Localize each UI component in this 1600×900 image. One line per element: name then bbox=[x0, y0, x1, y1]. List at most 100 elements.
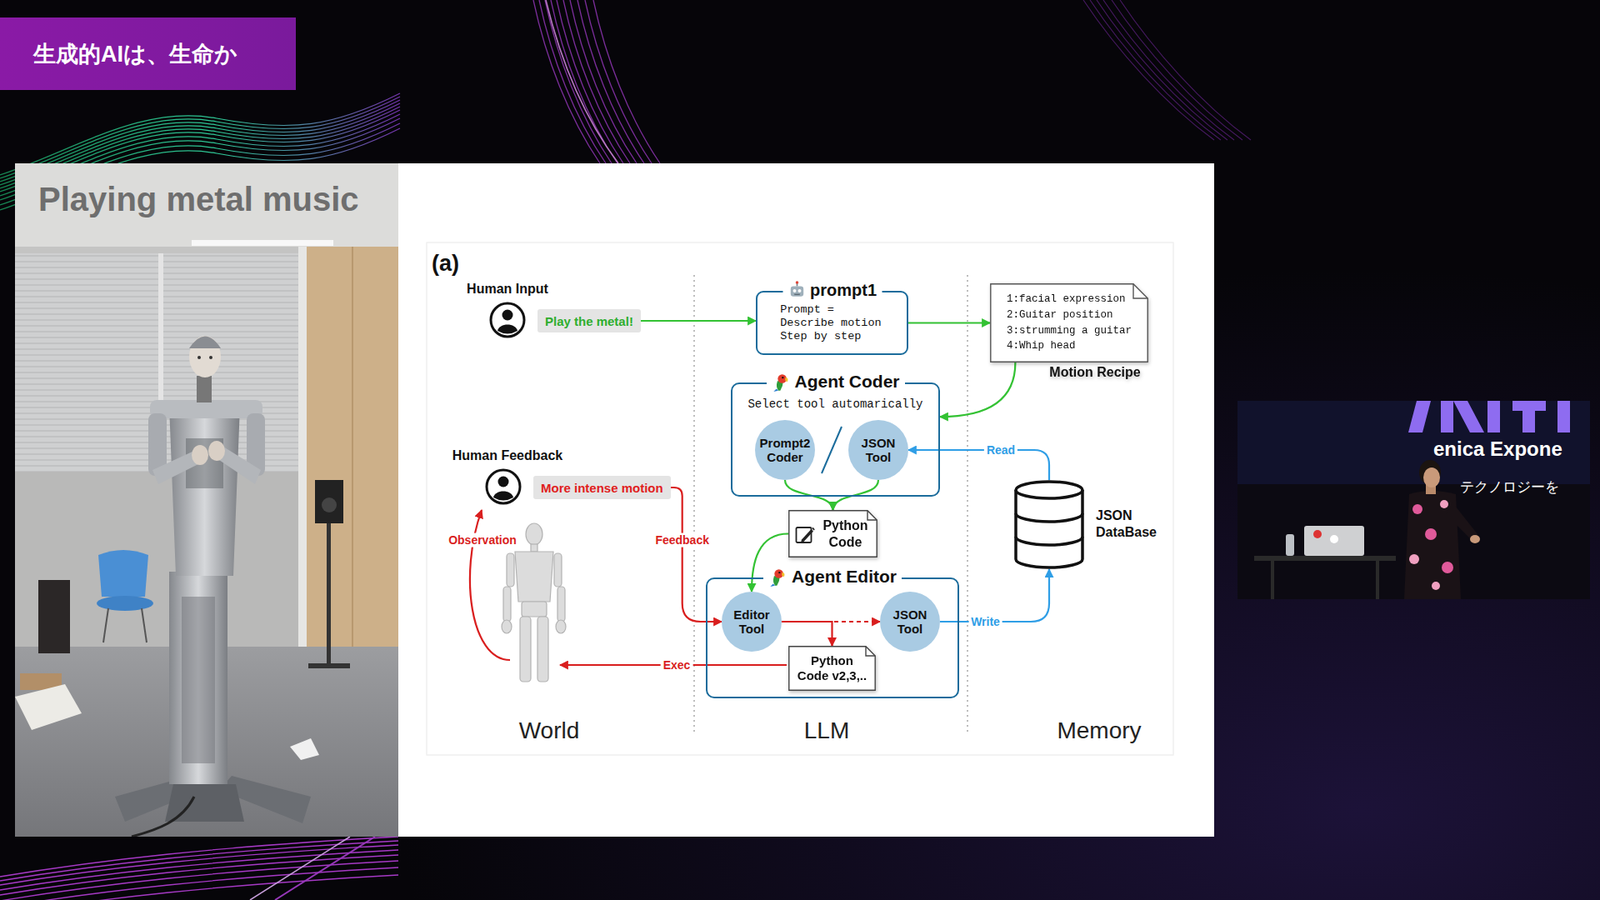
flow-arrow bbox=[833, 480, 880, 510]
icon bbox=[770, 569, 785, 587]
input-pill: More intense motion bbox=[533, 475, 671, 500]
stage-letters bbox=[1557, 400, 1570, 433]
icon bbox=[787, 280, 806, 300]
code-document: Python Code v2,3,.. bbox=[788, 645, 876, 691]
icon bbox=[796, 526, 815, 542]
heading-patch: prompt1 bbox=[782, 280, 882, 300]
slide-title: 生成的AIは、生命か bbox=[0, 39, 238, 70]
heading-text: Agent Coder bbox=[795, 370, 900, 392]
speaker bbox=[1441, 561, 1454, 574]
robot-figure bbox=[515, 551, 554, 602]
column-label: Memory bbox=[1056, 716, 1141, 745]
speaker bbox=[1470, 535, 1480, 544]
robot-figure bbox=[506, 553, 515, 587]
robot-photo bbox=[15, 684, 82, 730]
input-pill: Play the metal! bbox=[537, 309, 641, 333]
purple-rays bbox=[577, 0, 645, 164]
person-icon bbox=[497, 325, 518, 335]
person-icon bbox=[490, 303, 525, 337]
robot bbox=[191, 445, 209, 465]
purple-rays bbox=[1120, 0, 1251, 140]
robot-photo bbox=[96, 595, 154, 611]
robot bbox=[208, 440, 225, 461]
tool-separator bbox=[821, 426, 842, 474]
speaker-video bbox=[1304, 525, 1365, 556]
figure-frame bbox=[426, 242, 1174, 755]
robot bbox=[169, 571, 228, 785]
robot-figure bbox=[555, 620, 566, 634]
stage-sign: テクノロジーを bbox=[1460, 479, 1560, 496]
tool-circle: JSON Tool bbox=[880, 591, 940, 652]
icon bbox=[771, 372, 791, 392]
speaker bbox=[1412, 504, 1423, 515]
database-symbol bbox=[1012, 480, 1086, 570]
robot-photo bbox=[98, 550, 149, 597]
robot-photo bbox=[351, 246, 354, 680]
icon bbox=[773, 374, 788, 392]
recipe-document: 1:facial expression 2:Guitar position 3:… bbox=[990, 283, 1149, 363]
person-icon bbox=[502, 310, 514, 321]
document-outline bbox=[789, 646, 875, 690]
purple-band bbox=[0, 867, 399, 900]
robot-photo bbox=[298, 246, 307, 647]
document-outline bbox=[990, 284, 1148, 362]
agent-box: Agent EditorEditor ToolJSON ToolPython C… bbox=[705, 577, 960, 699]
person-icon bbox=[493, 491, 514, 501]
recipe-text: 1:facial expression 2:Guitar position 3:… bbox=[1006, 291, 1134, 355]
database-cylinder: JSON DataBase bbox=[1012, 480, 1086, 570]
stage-sign: enica Expone bbox=[1433, 437, 1563, 462]
flow-arrow bbox=[781, 621, 833, 646]
pill-text: Play the metal! bbox=[545, 314, 634, 329]
robot-photo bbox=[306, 246, 399, 680]
speaker-video bbox=[1375, 560, 1380, 600]
purple-rays bbox=[545, 0, 619, 164]
speaker bbox=[1445, 502, 1478, 540]
flow-arrow bbox=[908, 321, 990, 324]
stage-letters bbox=[1408, 400, 1431, 433]
flow-arrow bbox=[640, 320, 756, 322]
speaker-video bbox=[1237, 400, 1590, 485]
purple-rays bbox=[570, 0, 637, 164]
robot bbox=[115, 335, 311, 837]
stage-letters bbox=[1408, 400, 1570, 433]
robot-photo bbox=[308, 663, 350, 669]
document-outline bbox=[789, 510, 877, 557]
robot-figure bbox=[525, 523, 543, 545]
robot-figure bbox=[503, 586, 511, 622]
robot bbox=[181, 596, 215, 764]
robot bbox=[189, 335, 221, 378]
prompt-text: Prompt = Describe motion Step by step bbox=[780, 303, 885, 345]
robot bbox=[209, 355, 213, 360]
database-symbol bbox=[1015, 481, 1083, 568]
column-divider bbox=[966, 275, 968, 734]
robot bbox=[131, 796, 195, 837]
purple-rays bbox=[556, 0, 624, 164]
stage-letters bbox=[1487, 400, 1500, 433]
robot-figure bbox=[530, 544, 538, 552]
robot-photo bbox=[326, 523, 331, 665]
robot-photo bbox=[191, 240, 334, 246]
speaker bbox=[1440, 500, 1449, 509]
icon bbox=[768, 567, 788, 587]
database-label: JSON DataBase bbox=[1095, 507, 1157, 543]
arrow-label: Observation bbox=[445, 533, 520, 548]
column-label: LLM bbox=[804, 716, 850, 745]
speaker-video bbox=[1237, 400, 1590, 600]
robot-photo bbox=[141, 608, 147, 643]
flow-arrow bbox=[785, 480, 834, 510]
heading-patch: Agent Coder bbox=[766, 370, 905, 392]
actor-label: Human Feedback bbox=[452, 447, 563, 464]
stage-letters bbox=[1440, 400, 1454, 433]
icon bbox=[790, 280, 803, 296]
robot bbox=[196, 375, 212, 403]
document-caption: Motion Recipe bbox=[1049, 365, 1140, 380]
heading-patch: Agent Editor bbox=[763, 565, 902, 587]
robot-photo bbox=[321, 497, 337, 513]
purple-band bbox=[250, 836, 350, 900]
speaker bbox=[1431, 581, 1440, 590]
purple-rays bbox=[563, 0, 630, 164]
actor-label: Human Input bbox=[466, 280, 549, 297]
robot bbox=[150, 400, 263, 419]
